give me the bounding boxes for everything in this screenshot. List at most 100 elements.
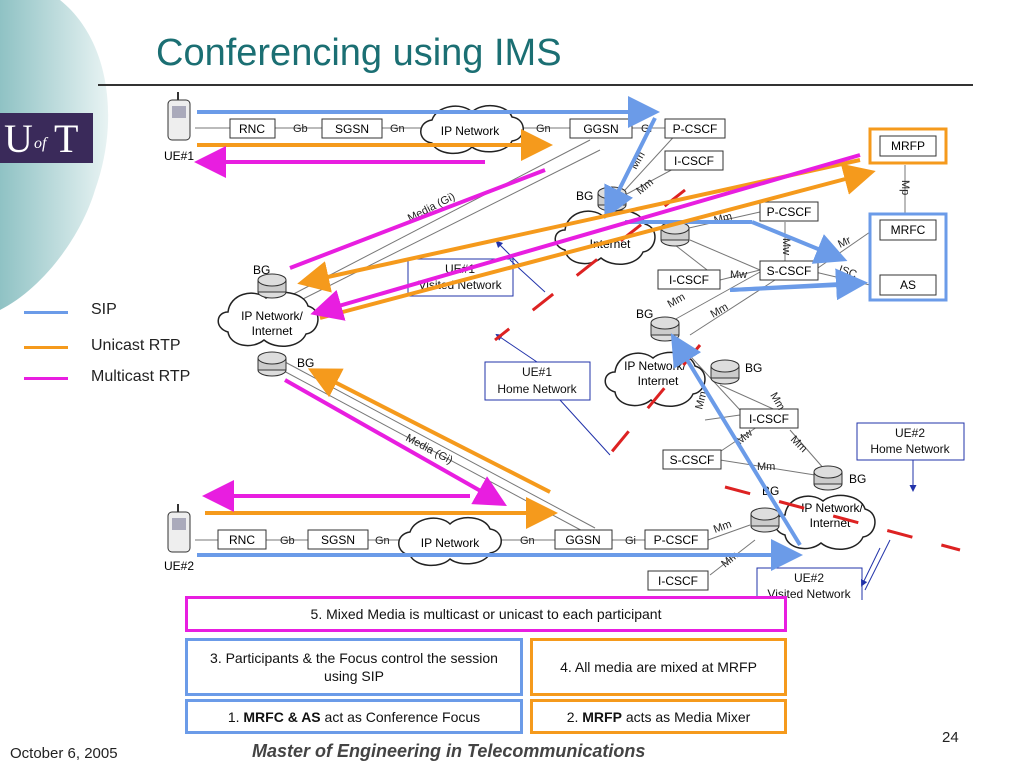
legend-multicast-line xyxy=(24,377,68,380)
ue2-visited-label-2: Visited Network xyxy=(767,587,851,600)
router-icon xyxy=(710,359,740,385)
gi-label: Gi xyxy=(641,123,652,135)
note-media-mixed-text: 4. All media are mixed at MRFP xyxy=(560,659,757,675)
mrfp-inner xyxy=(879,135,937,157)
ggsn-label: GGSN xyxy=(583,122,618,136)
note-sip-control-text: 3. Participants & the Focus control the … xyxy=(210,650,498,684)
logo-of: of xyxy=(34,135,47,152)
bg-label: BG xyxy=(849,472,866,486)
as-label: AS xyxy=(900,278,916,292)
bg-label: BG xyxy=(297,356,314,370)
footer-date: October 6, 2005 xyxy=(10,745,118,762)
note-conference-focus: 1. MRFC & AS act as Conference Focus xyxy=(185,699,523,734)
title-divider xyxy=(98,84,973,86)
ue1-home-label-2: Home Network xyxy=(497,382,577,396)
pcscf-node xyxy=(664,118,726,139)
icscf-label: I-CSCF xyxy=(658,574,698,588)
pcscf-node xyxy=(644,529,709,550)
router-icon xyxy=(257,351,287,377)
ue1-home-network-box xyxy=(484,361,591,401)
bg-label: BG xyxy=(253,263,270,277)
footer-course: Master of Engineering in Telecommunicati… xyxy=(252,741,646,761)
mrfp-label: MRFP xyxy=(891,139,925,153)
pcscf-label: P-CSCF xyxy=(767,205,812,219)
note-mixed-media-text: 5. Mixed Media is multicast or unicast t… xyxy=(310,606,662,622)
sgsn-node xyxy=(307,529,369,550)
ue2-home-label-2: Home Network xyxy=(870,442,950,456)
icscf-label: I-CSCF xyxy=(674,154,714,168)
gn-label: Gn xyxy=(375,535,390,547)
mrfc-node xyxy=(879,219,937,241)
logo-t: T xyxy=(54,116,79,161)
mr-label: Mr xyxy=(836,234,853,250)
ip-internet-left-label-2: Internet xyxy=(252,324,293,338)
bg-label: BG xyxy=(576,189,593,203)
cloud-ip-internet-left xyxy=(217,291,319,347)
rnc-label: RNC xyxy=(239,122,265,136)
router-icon xyxy=(650,316,680,342)
mm-label: Mm xyxy=(719,549,741,570)
gb-label: Gb xyxy=(280,535,295,547)
scscf-node xyxy=(662,449,722,470)
university-logo: U of T xyxy=(0,113,93,163)
mm-label: Mm xyxy=(757,461,775,473)
ue2-label: UE#2 xyxy=(164,559,194,573)
mm-label: Mm xyxy=(666,291,688,311)
scscf-node xyxy=(759,260,819,281)
gn-label: Gn xyxy=(390,123,405,135)
icscf-node xyxy=(647,570,709,591)
ue2-home-label-1: UE#2 xyxy=(895,426,925,440)
ims-conference-diagram: IP Network IP Network IP Network/ Intern… xyxy=(164,92,965,600)
note-media-mixer: 2. MRFP acts as Media Mixer xyxy=(530,699,787,734)
mw-label: Mw xyxy=(730,269,747,281)
ggsn-node xyxy=(569,118,633,139)
note-mixed-media: 5. Mixed Media is multicast or unicast t… xyxy=(185,596,787,632)
isc-label: ISC xyxy=(837,264,858,282)
pcscf-label: P-CSCF xyxy=(673,122,718,136)
legend-multicast-label: Multicast RTP xyxy=(91,368,191,385)
note-conference-focus-prefix: 1. xyxy=(227,708,240,725)
icscf-label: I-CSCF xyxy=(669,273,709,287)
note-media-mixer-prefix: 2. xyxy=(566,708,579,725)
gn-label: Gn xyxy=(520,535,535,547)
icscf-node xyxy=(657,269,721,290)
ggsn-label: GGSN xyxy=(565,533,600,547)
sgsn-label: SGSN xyxy=(321,533,355,547)
ip-internet-ue2v-label-1: IP Network/ xyxy=(801,501,863,515)
gn-label: Gn xyxy=(536,123,551,135)
ggsn-node xyxy=(554,529,613,550)
mp-label: Mp xyxy=(899,180,911,195)
scscf-label: S-CSCF xyxy=(767,264,812,278)
page-title: Conferencing using IMS xyxy=(156,32,562,74)
legend-unicast-label: Unicast RTP xyxy=(91,337,181,354)
ue1-label: UE#1 xyxy=(164,149,194,163)
icscf-node xyxy=(664,150,724,171)
rnc-node xyxy=(229,118,276,139)
bg-label: BG xyxy=(636,307,653,321)
logo-u: U xyxy=(4,116,33,161)
mm-label: Mm xyxy=(709,301,731,321)
router-icon xyxy=(750,507,780,533)
note-media-mixer-bold: MRFP xyxy=(582,708,622,725)
pcscf-node xyxy=(759,201,819,222)
mrfc-label: MRFC xyxy=(891,223,926,237)
mm-label: Mm xyxy=(788,434,809,455)
sgsn-node xyxy=(321,118,383,139)
ip-internet-left-label-1: IP Network/ xyxy=(241,309,303,323)
router-icon xyxy=(257,273,287,299)
icscf-node xyxy=(739,408,799,429)
legend-sip-line xyxy=(24,311,68,314)
mm-label: Mm xyxy=(634,176,656,197)
pcscf-label: P-CSCF xyxy=(654,533,699,547)
sgsn-label: SGSN xyxy=(335,122,369,136)
mm-label: Mm xyxy=(712,518,733,536)
legend-sip-label: SIP xyxy=(91,301,117,318)
ip-internet-ue1h-label-2: Internet xyxy=(638,374,679,388)
phone-icon xyxy=(167,504,191,553)
cloud-ue2-visited xyxy=(774,494,876,550)
ue1-visited-label-2: Visited Network xyxy=(418,278,502,292)
icscf-label: I-CSCF xyxy=(749,412,789,426)
mw-label: Mw xyxy=(780,238,792,255)
rnc-label: RNC xyxy=(229,533,255,547)
